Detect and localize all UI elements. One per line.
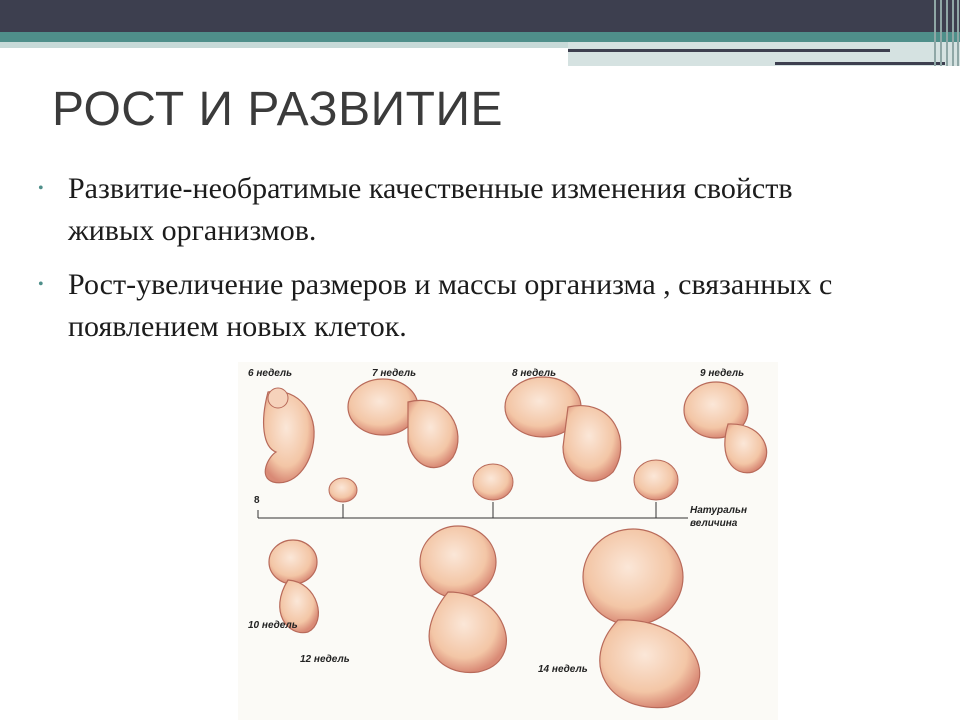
bullet-item: • Развитие-необратимые качественные изме… bbox=[38, 168, 858, 252]
bullet-item: • Рост-увеличение размеров и массы орган… bbox=[38, 264, 858, 348]
header-light-bar bbox=[0, 42, 568, 48]
embryo-illustration: 6 недель 7 недель 8 недель 9 недель 8 bbox=[248, 368, 768, 709]
label-14-weeks: 14 недель bbox=[538, 664, 588, 675]
fetus-10-weeks: 10 недель bbox=[248, 539, 319, 634]
natural-size-row: 8 Натуральн величина bbox=[254, 459, 747, 529]
embryo-7-weeks bbox=[347, 378, 459, 469]
slide-title: РОСТ И РАЗВИТИЕ bbox=[52, 83, 503, 136]
label-12-weeks: 12 недель bbox=[300, 654, 350, 665]
bullet-text-development: Развитие-необратимые качественные измене… bbox=[68, 172, 793, 247]
label-natural-size-2: величина bbox=[690, 518, 738, 529]
bullet-text-growth: Рост-увеличение размеров и массы организ… bbox=[68, 268, 833, 343]
fetus-12-weeks: 12 недель bbox=[300, 525, 507, 674]
label-7-weeks: 7 недель bbox=[372, 368, 416, 379]
label-9-weeks: 9 недель bbox=[700, 368, 744, 379]
header-dark-bar bbox=[0, 0, 960, 32]
bullet-list: • Развитие-необратимые качественные изме… bbox=[38, 168, 858, 360]
fetus-14-weeks: 14 недель bbox=[538, 528, 701, 709]
header-accent-line bbox=[568, 49, 890, 52]
bullet-icon: • bbox=[38, 180, 44, 197]
embryo-9-weeks bbox=[683, 381, 768, 474]
label-10-weeks: 10 недель bbox=[248, 620, 298, 631]
header-vertical-lines bbox=[932, 0, 960, 66]
marker-label: 8 bbox=[254, 495, 260, 506]
bullet-icon: • bbox=[38, 276, 44, 293]
embryo-development-figure: 6 недель 7 недель 8 недель 9 недель 8 bbox=[238, 362, 778, 720]
header-accent-line-short bbox=[775, 62, 945, 65]
label-natural-size-1: Натуральн bbox=[690, 505, 747, 516]
header-teal-bar bbox=[0, 32, 960, 42]
label-8-weeks: 8 недель bbox=[512, 368, 556, 379]
label-6-weeks: 6 недель bbox=[248, 368, 292, 379]
embryo-8-weeks bbox=[504, 376, 622, 482]
embryo-6-weeks bbox=[263, 387, 315, 484]
